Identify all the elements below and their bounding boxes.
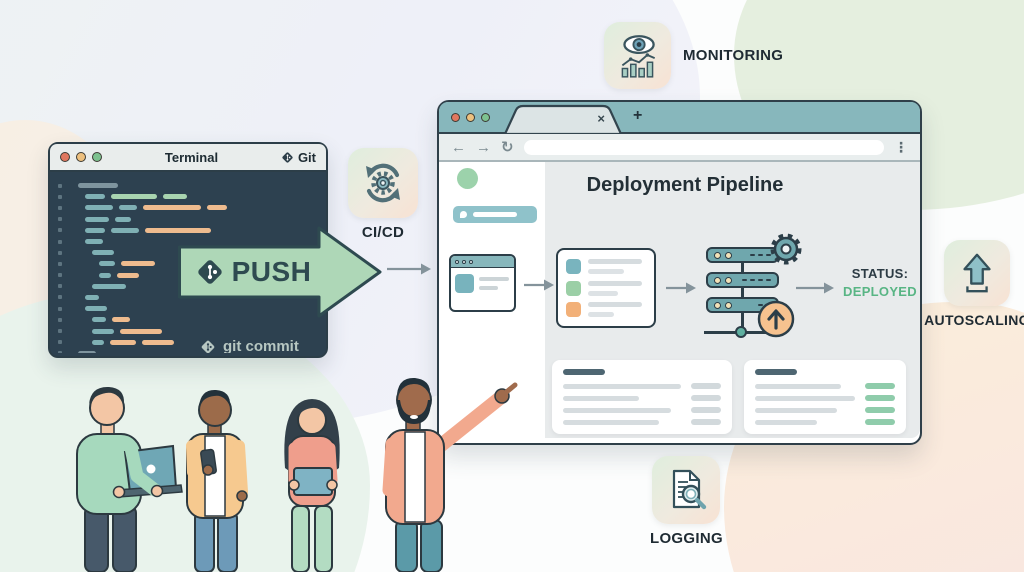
flow-arrow: [524, 279, 554, 291]
reload-button[interactable]: ↻: [501, 138, 514, 156]
logging-label: LOGGING: [650, 530, 723, 547]
terminal-title: Terminal: [164, 149, 219, 165]
terminal-traffic-lights: [60, 152, 102, 162]
status-badge: DEPLOYED: [843, 284, 917, 299]
minimize-button[interactable]: [76, 152, 86, 162]
badge-monitoring: MONITORING: [604, 22, 783, 89]
maximize-button[interactable]: [92, 152, 102, 162]
person-laptop: [76, 386, 183, 572]
cicd-label: CI/CD: [361, 224, 405, 241]
log-search-icon: [673, 469, 707, 510]
address-bar[interactable]: [523, 139, 884, 155]
autoscaling-badge-tile: [944, 240, 1010, 306]
terminal-header: Terminal Git: [50, 144, 326, 172]
person-phone: [186, 389, 248, 572]
close-button[interactable]: [451, 112, 460, 122]
scale-up-arrow-icon: [963, 253, 991, 293]
git-badge-label: Git: [297, 149, 316, 165]
new-tab-button[interactable]: +: [633, 107, 643, 124]
stage-card: [556, 248, 656, 328]
mini-window-header: [451, 256, 514, 268]
git-commit-label: git commit: [223, 338, 299, 353]
summary-card: [744, 360, 906, 434]
browser-topbar: × +: [439, 102, 920, 136]
pin-icon: [460, 211, 467, 218]
status-block: STATUS: DEPLOYED: [837, 266, 920, 299]
page-title: Deployment Pipeline: [586, 174, 784, 196]
browser-tab[interactable]: ×: [503, 104, 623, 136]
badge-logging: LOGGING: [650, 456, 723, 547]
browser-traffic-lights: [451, 112, 490, 122]
sidebar-button[interactable]: [453, 206, 537, 223]
autoscaling-label: AUTOSCALING: [924, 312, 1024, 328]
mini-window-thumbnail: [455, 274, 474, 293]
back-button[interactable]: ←: [451, 138, 466, 156]
eye-chart-icon: [621, 34, 655, 78]
menu-button[interactable]: ⋮: [894, 138, 908, 155]
mini-window-lines: [479, 274, 509, 293]
sidebar-button-label-bar: [473, 212, 517, 217]
person-pointing: [382, 377, 518, 572]
server: [706, 272, 779, 288]
monitoring-badge-tile: [604, 22, 671, 89]
logging-badge-tile: [652, 456, 721, 524]
push-arrow: PUSH: [178, 224, 383, 320]
flow-arrow: [796, 282, 834, 294]
status-label: STATUS:: [851, 266, 909, 281]
close-button[interactable]: [60, 152, 70, 162]
git-icon: [197, 260, 222, 284]
minimize-button[interactable]: [466, 112, 475, 122]
deploy-upload-icon: [756, 299, 796, 344]
flow-arrow: [387, 263, 431, 275]
git-badge: Git: [281, 150, 316, 165]
badge-autoscaling: AUTOSCALING: [924, 240, 1024, 328]
terminal-body: git commit: [50, 172, 326, 353]
gear-icon: [768, 231, 804, 272]
badge-cicd: CI/CD: [348, 148, 418, 241]
network-node-icon: [735, 326, 747, 338]
forward-button[interactable]: →: [476, 138, 491, 156]
browser-content: Deployment Pipeline: [439, 162, 920, 438]
terminal-code-lines: [58, 180, 320, 353]
cicd-badge-tile: [348, 148, 418, 218]
git-commit-caption: git commit: [200, 338, 299, 353]
person-tablet: [284, 399, 340, 572]
git-icon: [282, 151, 293, 163]
flow-arrow: [666, 282, 696, 294]
monitoring-label: MONITORING: [683, 47, 784, 64]
stage-list: [566, 259, 646, 317]
browser-window: × + ← → ↻ ⋮: [437, 100, 922, 445]
browser-toolbar: ← → ↻ ⋮: [439, 134, 920, 162]
summary-card: [552, 360, 732, 434]
push-label: PUSH: [231, 256, 312, 287]
avatar: [457, 168, 478, 189]
maximize-button[interactable]: [481, 112, 490, 122]
summary-cards: [552, 360, 912, 434]
cicd-loop-gear-icon: [366, 163, 400, 203]
mini-window-card: [449, 254, 516, 312]
server-connector-line: [741, 252, 744, 332]
tab-close-icon[interactable]: ×: [597, 111, 605, 126]
server-stack: [706, 247, 779, 322]
push-arrow-shape: [178, 226, 382, 318]
tab-shape: [503, 104, 623, 136]
git-icon: [201, 340, 215, 353]
